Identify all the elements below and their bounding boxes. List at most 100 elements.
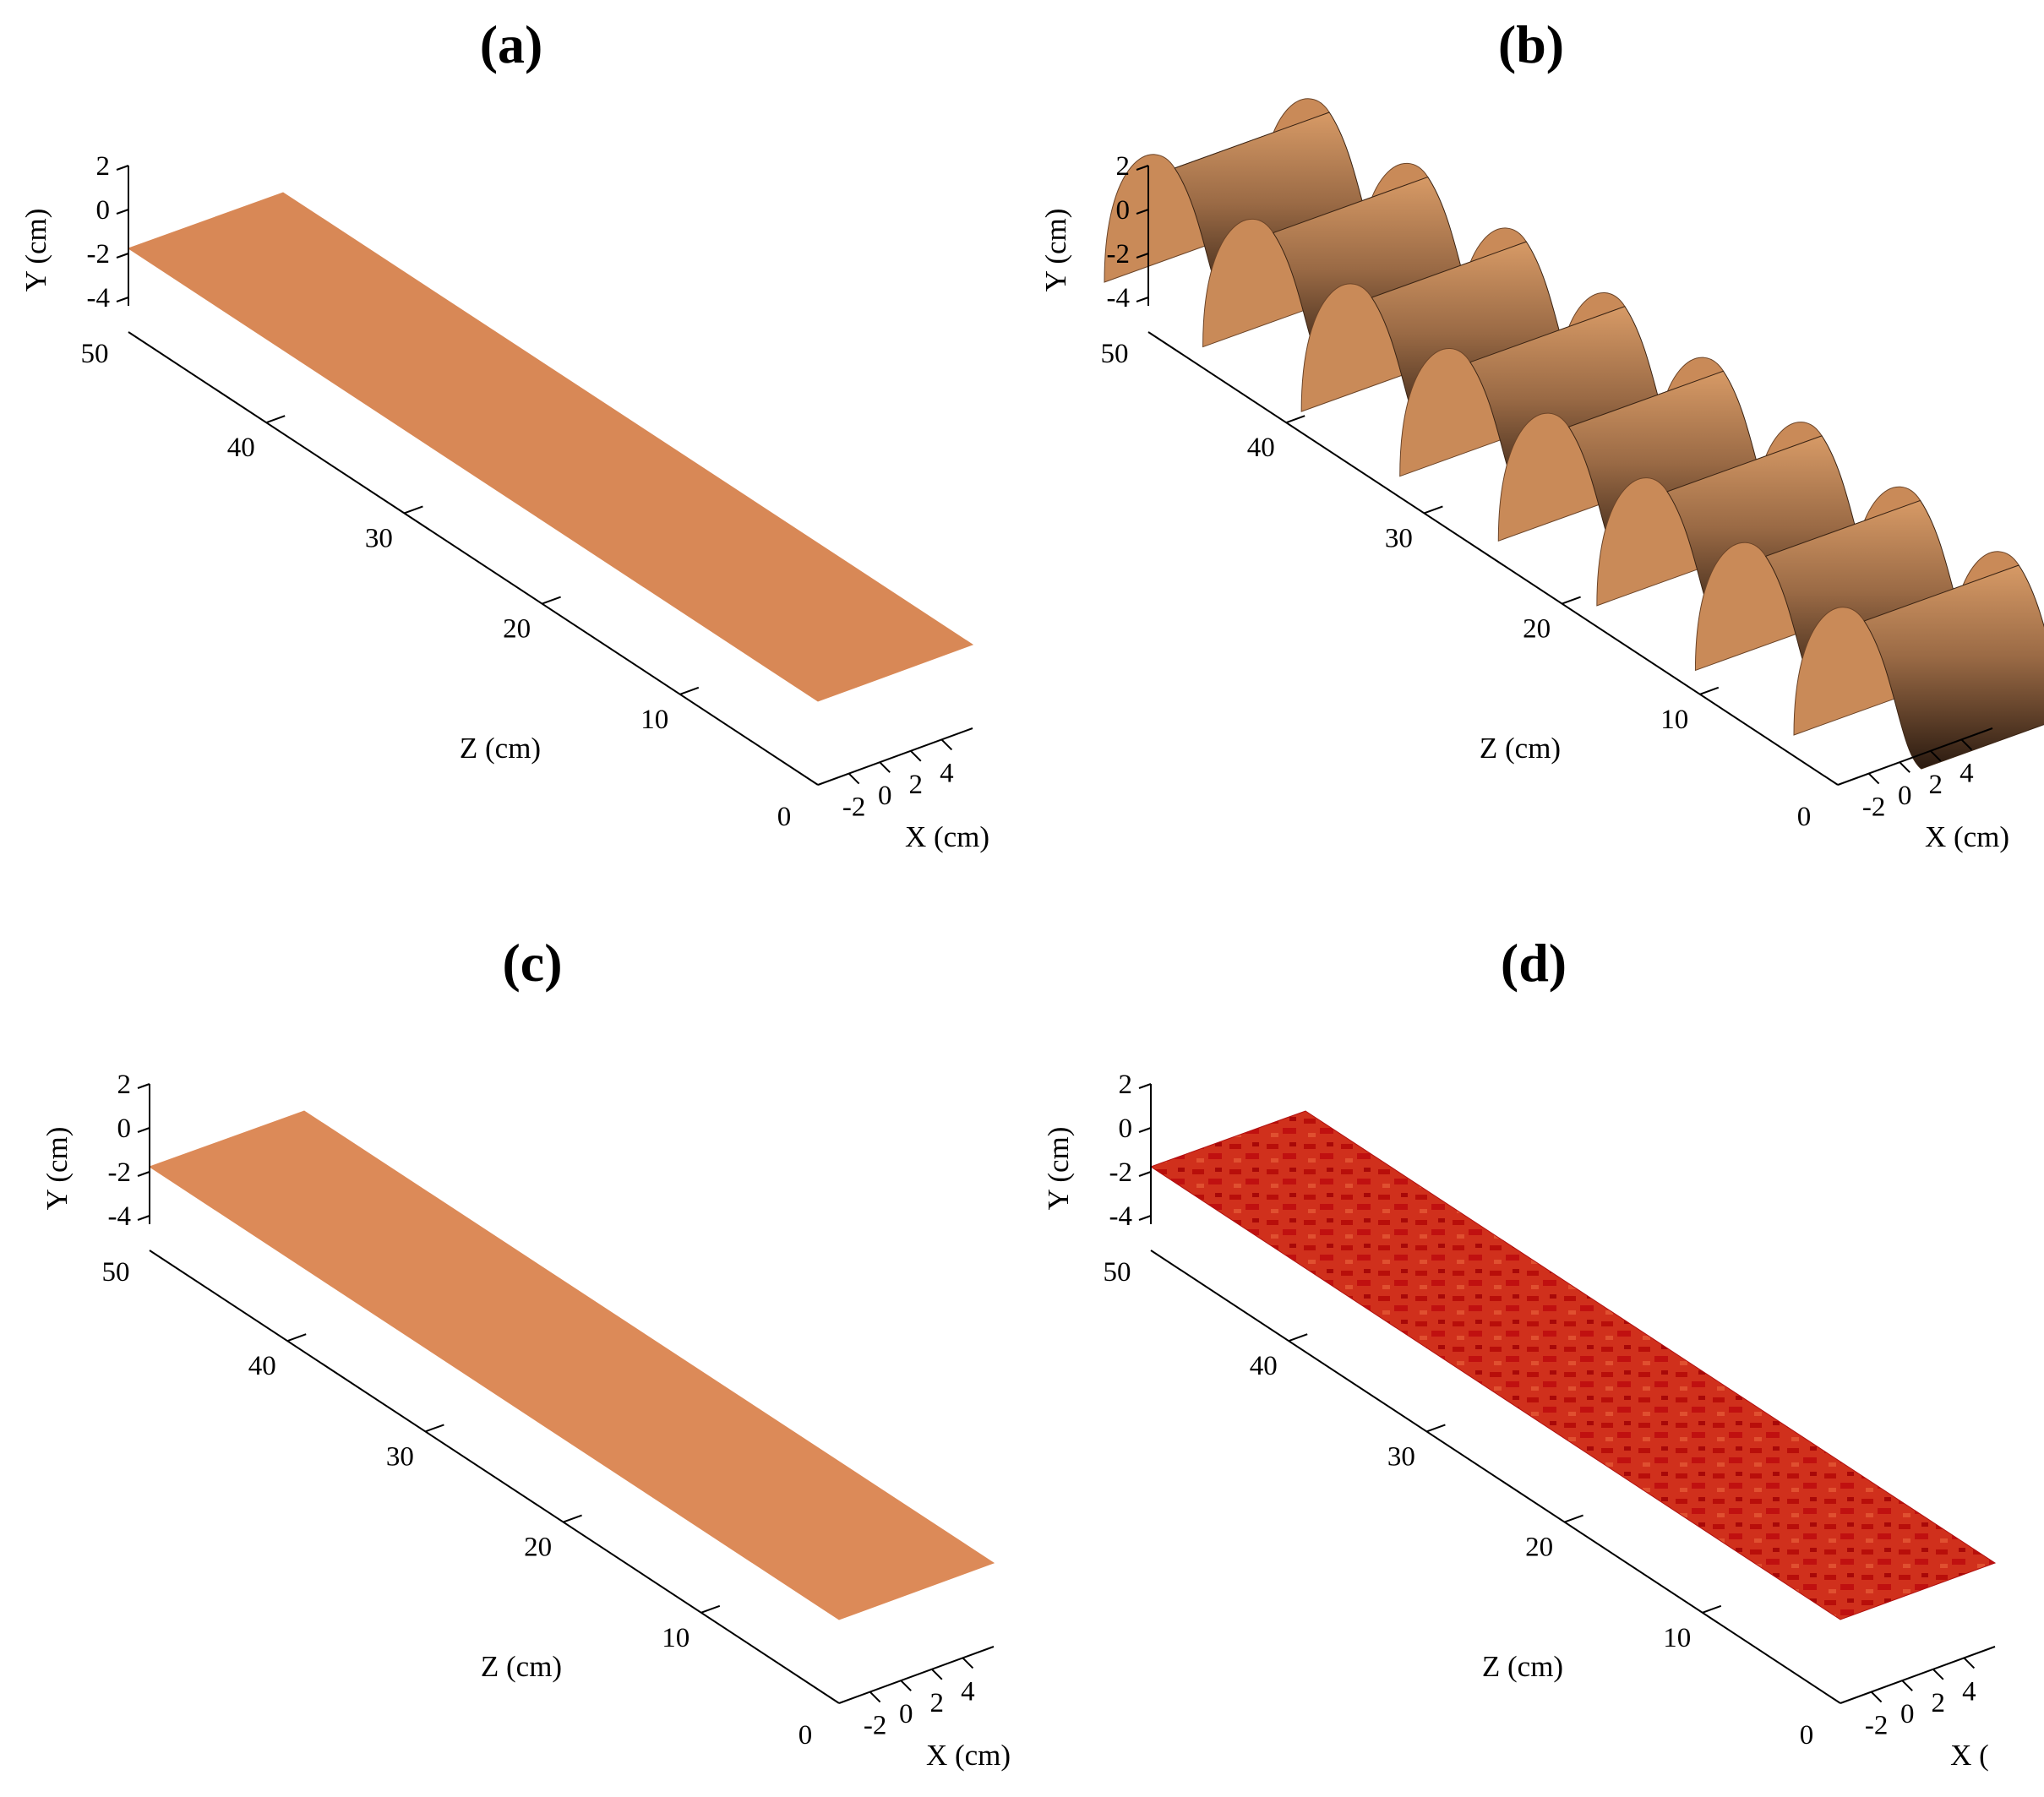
x-axis-title: X (cm) bbox=[1925, 820, 2009, 853]
x-axis-title: X (cm) bbox=[926, 1739, 1011, 1772]
x-tick bbox=[900, 1680, 912, 1691]
x-tick-label: 0 bbox=[1900, 1699, 1915, 1729]
y-tick-label: -2 bbox=[1109, 1157, 1133, 1188]
panel-title: (b) bbox=[1498, 14, 1564, 74]
z-axis-title: Z (cm) bbox=[481, 1650, 562, 1683]
x-tick bbox=[879, 761, 891, 773]
z-axis-line bbox=[1150, 1250, 1841, 1704]
z-tick-label: 20 bbox=[524, 1533, 552, 1563]
y-tick-label: -4 bbox=[108, 1201, 132, 1232]
z-tick bbox=[1426, 1424, 1446, 1433]
z-tick-label: 10 bbox=[1663, 1623, 1691, 1653]
y-tick bbox=[137, 1215, 150, 1221]
z-tick bbox=[1564, 1514, 1583, 1523]
z-tick-label: 30 bbox=[365, 523, 393, 553]
z-tick-label: 40 bbox=[1247, 433, 1275, 463]
y-tick bbox=[137, 1127, 150, 1133]
z-tick-label: 10 bbox=[640, 705, 668, 735]
z-tick-label: 10 bbox=[1660, 705, 1688, 735]
y-tick bbox=[1138, 1171, 1152, 1177]
x-tick-label: 0 bbox=[1898, 781, 1912, 811]
z-tick bbox=[1562, 596, 1581, 605]
x-tick-label: 4 bbox=[1962, 1676, 1976, 1707]
y-tick bbox=[1138, 1083, 1152, 1089]
z-tick bbox=[1424, 505, 1443, 515]
x-tick bbox=[1932, 1669, 1944, 1680]
x-axis-title: X (cm) bbox=[905, 820, 989, 853]
y-tick-label: 2 bbox=[1116, 151, 1131, 182]
y-tick bbox=[116, 165, 129, 171]
z-tick bbox=[542, 596, 561, 605]
wave-crest-face bbox=[1863, 564, 2044, 770]
x-tick-label: 2 bbox=[930, 1688, 945, 1718]
y-tick-label: -2 bbox=[108, 1157, 132, 1188]
x-tick-label: 0 bbox=[878, 781, 892, 811]
surface-plane bbox=[127, 192, 974, 702]
z-tick-label: 0 bbox=[1797, 802, 1812, 832]
y-tick-label: 2 bbox=[96, 151, 111, 182]
x-tick-label: 4 bbox=[940, 758, 954, 788]
y-tick bbox=[1136, 165, 1149, 171]
y-axis-title: Y (cm) bbox=[1042, 1127, 1075, 1211]
z-tick bbox=[679, 686, 700, 695]
z-tick-label: 50 bbox=[1104, 1257, 1131, 1288]
x-axis-line bbox=[1837, 727, 1993, 786]
x-tick-label: -2 bbox=[1865, 1711, 1889, 1741]
x-tick bbox=[848, 772, 860, 785]
z-tick-label: 20 bbox=[1525, 1533, 1553, 1563]
x-tick-label: 0 bbox=[899, 1699, 913, 1729]
z-tick-label: 0 bbox=[1800, 1720, 1814, 1751]
y-tick-label: 0 bbox=[96, 195, 111, 226]
z-tick-label: 0 bbox=[799, 1720, 813, 1751]
x-tick-label: -2 bbox=[842, 792, 866, 823]
x-tick bbox=[931, 1669, 943, 1680]
y-axis-title: Y (cm) bbox=[41, 1127, 74, 1211]
y-tick-label: 0 bbox=[1116, 195, 1131, 226]
z-tick-label: 20 bbox=[1523, 614, 1551, 645]
z-tick-label: 50 bbox=[102, 1257, 130, 1288]
x-tick bbox=[1930, 750, 1942, 762]
x-tick bbox=[869, 1691, 881, 1703]
x-tick-label: 4 bbox=[1960, 758, 1974, 788]
z-axis-title: Z (cm) bbox=[460, 732, 541, 765]
y-tick-label: 2 bbox=[117, 1070, 132, 1100]
z-tick-label: 30 bbox=[1385, 523, 1413, 553]
y-tick-label: 0 bbox=[117, 1114, 132, 1144]
y-tick-label: 0 bbox=[1119, 1114, 1133, 1144]
y-tick bbox=[116, 209, 129, 215]
y-tick bbox=[1138, 1215, 1152, 1221]
z-tick bbox=[404, 505, 423, 515]
x-tick bbox=[962, 1657, 974, 1669]
x-tick-label: 2 bbox=[1929, 770, 1943, 800]
z-tick-label: 0 bbox=[777, 802, 792, 832]
z-tick-label: 50 bbox=[1101, 339, 1129, 369]
z-tick-label: 10 bbox=[662, 1623, 690, 1653]
x-axis-line bbox=[838, 1646, 995, 1704]
panel-title: (c) bbox=[502, 933, 562, 993]
y-tick-label: 2 bbox=[1119, 1070, 1133, 1100]
y-tick bbox=[1136, 297, 1149, 302]
panel-title: (d) bbox=[1501, 933, 1567, 993]
z-axis-line bbox=[1147, 331, 1839, 786]
z-axis-line bbox=[149, 1250, 840, 1704]
z-tick-label: 30 bbox=[386, 1441, 414, 1472]
z-tick bbox=[1699, 686, 1720, 695]
z-tick-label: 20 bbox=[503, 614, 531, 645]
surface-plane bbox=[1149, 1110, 1997, 1620]
x-tick bbox=[910, 750, 922, 762]
z-tick-label: 30 bbox=[1387, 1441, 1415, 1472]
z-tick bbox=[1288, 1333, 1308, 1342]
z-tick bbox=[265, 415, 286, 424]
x-axis-title: X ( bbox=[1950, 1739, 1989, 1772]
x-axis-line bbox=[817, 727, 973, 786]
y-tick bbox=[137, 1083, 150, 1089]
z-axis-line bbox=[128, 331, 819, 786]
x-tick bbox=[1867, 772, 1880, 785]
y-tick bbox=[137, 1171, 150, 1177]
x-tick bbox=[1963, 1657, 1976, 1669]
z-axis-title: Z (cm) bbox=[1480, 732, 1561, 765]
